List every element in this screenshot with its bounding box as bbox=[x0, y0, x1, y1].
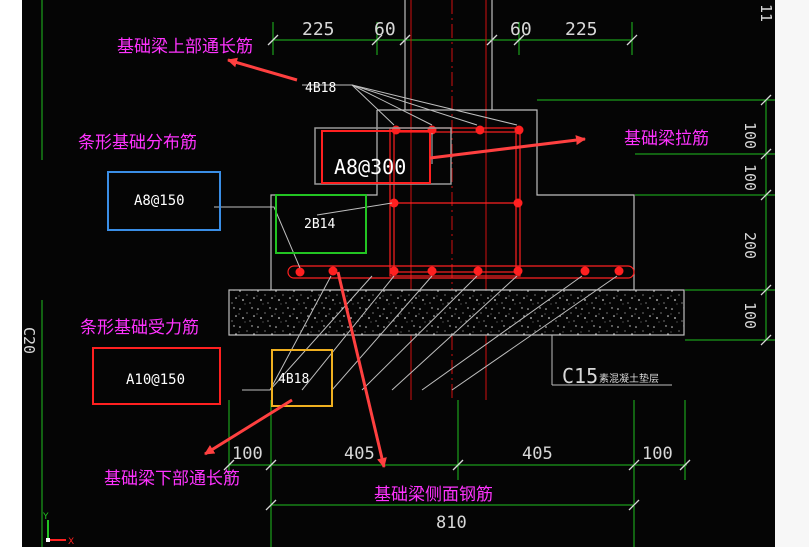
foundation-drawing: 4B18 A8@300 A8@150 2B14 A10@150 4B18 225… bbox=[22, 0, 775, 547]
dim-total-width: 810 bbox=[436, 513, 467, 533]
dim-top-right-inner: 60 bbox=[510, 19, 532, 40]
tie-label: A8@300 bbox=[334, 155, 406, 179]
dim-right-mid: 100 bbox=[741, 164, 759, 191]
side-bars-label-frame bbox=[275, 194, 367, 254]
main-label: A10@150 bbox=[126, 372, 185, 388]
dim-right-upper: 100 bbox=[741, 122, 759, 149]
concrete-cushion bbox=[228, 289, 685, 336]
annotation-tie-bar: 基础梁拉筋 bbox=[624, 129, 709, 149]
ucs-x-label: X bbox=[68, 537, 74, 547]
annotation-side-face: 基础梁侧面钢筋 bbox=[374, 485, 493, 505]
top-bars-label: 4B18 bbox=[305, 81, 336, 96]
cad-canvas[interactable]: 4B18 A8@300 A8@150 2B14 A10@150 4B18 225… bbox=[22, 0, 775, 547]
side-bars-label: 2B14 bbox=[304, 217, 335, 232]
leader-lines bbox=[214, 84, 672, 391]
dim-right-lower: 200 bbox=[741, 232, 759, 259]
annotation-strip-main: 条形基础受力筋 bbox=[80, 318, 199, 338]
dim-left-side: C20 bbox=[22, 327, 38, 354]
dim-top-right-outer: 225 bbox=[565, 19, 598, 40]
distribution-label-frame bbox=[107, 171, 221, 231]
cushion-grade: C15 bbox=[562, 364, 598, 388]
dim-top-left-outer: 225 bbox=[302, 19, 335, 40]
dim-bottom-left-half: 405 bbox=[344, 444, 375, 464]
dimension-lines bbox=[41, 0, 775, 547]
axis-lines bbox=[410, 0, 487, 400]
dim-bottom-right-half: 405 bbox=[522, 444, 553, 464]
annotation-arrows bbox=[204, 57, 586, 468]
ucs-icon: Y X bbox=[42, 512, 74, 547]
main-label-frame bbox=[92, 347, 221, 405]
bottom-bars-label-frame bbox=[271, 349, 333, 407]
annotation-top-longitudinal: 基础梁上部通长筋 bbox=[117, 37, 253, 57]
dim-top-left-inner: 60 bbox=[374, 19, 396, 40]
cushion-text: 素混凝土垫层 bbox=[599, 372, 659, 385]
dim-bottom-left-edge: 100 bbox=[232, 444, 263, 464]
distribution-label: A8@150 bbox=[134, 193, 185, 209]
annotation-bottom-longitudinal: 基础梁下部通长筋 bbox=[104, 469, 240, 489]
rebar-cage bbox=[287, 127, 635, 279]
bottom-bars-label: 4B18 bbox=[278, 372, 309, 387]
dimension-ticks bbox=[223, 34, 772, 511]
dim-top-right-partial: 11 bbox=[757, 4, 775, 22]
dim-right-bottom: 100 bbox=[741, 302, 759, 329]
annotation-strip-distribution: 条形基础分布筋 bbox=[78, 133, 197, 153]
dim-bottom-right-edge: 100 bbox=[642, 444, 673, 464]
ucs-y-label: Y bbox=[42, 512, 49, 522]
right-margin bbox=[775, 0, 809, 547]
